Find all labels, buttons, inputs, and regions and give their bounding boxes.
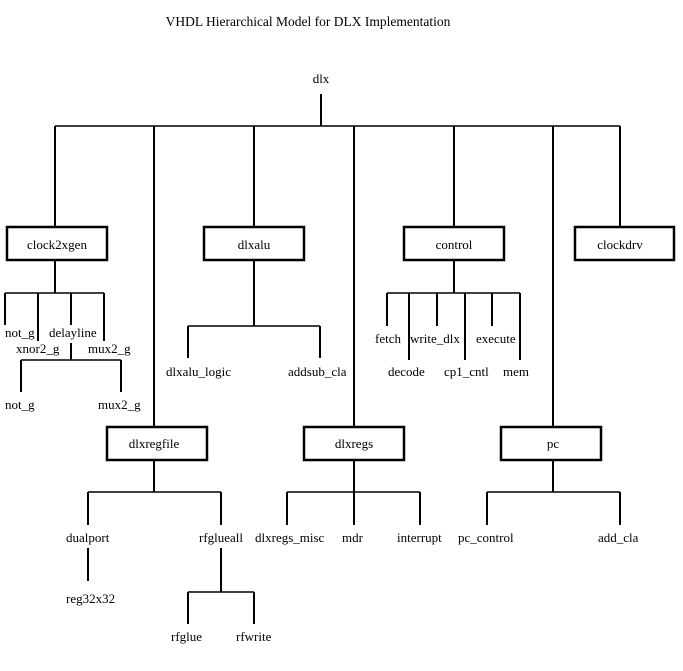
node-dualport: dualport (66, 530, 110, 545)
label-control: control (436, 237, 473, 252)
node-delayline: delayline (49, 325, 97, 340)
box-clockdrv: clockdrv (573, 225, 676, 262)
node-rfglueall: rfglueall (199, 530, 243, 545)
label-clock2xgen: clock2xgen (27, 237, 87, 252)
node-rfglue: rfglue (171, 629, 202, 644)
node-pc_control: pc_control (458, 530, 514, 545)
diagram-title: VHDL Hierarchical Model for DLX Implemen… (166, 14, 451, 29)
node-mdr: mdr (342, 530, 364, 545)
box-pc: pc (499, 425, 603, 462)
node-dlx: dlx (313, 71, 330, 86)
label-dlxregs: dlxregs (335, 436, 373, 451)
label-clockdrv: clockdrv (597, 237, 643, 252)
node-decode: decode (388, 364, 425, 379)
node-cp1_cntl: cp1_cntl (444, 364, 489, 379)
node-mux2_g: mux2_g (88, 341, 131, 356)
node-not_g: not_g (5, 325, 35, 340)
node-mux2_g-2: mux2_g (98, 397, 141, 412)
box-control: control (402, 225, 506, 262)
node-not_g-2: not_g (5, 397, 35, 412)
node-rfwrite: rfwrite (236, 629, 272, 644)
label-dlxalu: dlxalu (238, 237, 271, 252)
label-pc: pc (547, 436, 560, 451)
node-reg32x32: reg32x32 (66, 591, 115, 606)
box-dlxalu: dlxalu (202, 225, 306, 262)
node-interrupt: interrupt (397, 530, 442, 545)
node-mem: mem (503, 364, 529, 379)
label-dlxregfile: dlxregfile (129, 436, 180, 451)
node-add_cla: add_cla (598, 530, 639, 545)
node-xnor2_g: xnor2_g (16, 341, 60, 356)
box-clock2xgen: clock2xgen (5, 225, 109, 262)
node-dlxregs_misc: dlxregs_misc (255, 530, 325, 545)
node-execute: execute (476, 331, 516, 346)
node-addsub_cla: addsub_cla (288, 364, 347, 379)
node-write_dlx: write_dlx (410, 331, 460, 346)
node-dlxalu_logic: dlxalu_logic (166, 364, 231, 379)
node-fetch: fetch (375, 331, 401, 346)
box-dlxregs: dlxregs (302, 425, 406, 462)
box-dlxregfile: dlxregfile (105, 425, 209, 462)
